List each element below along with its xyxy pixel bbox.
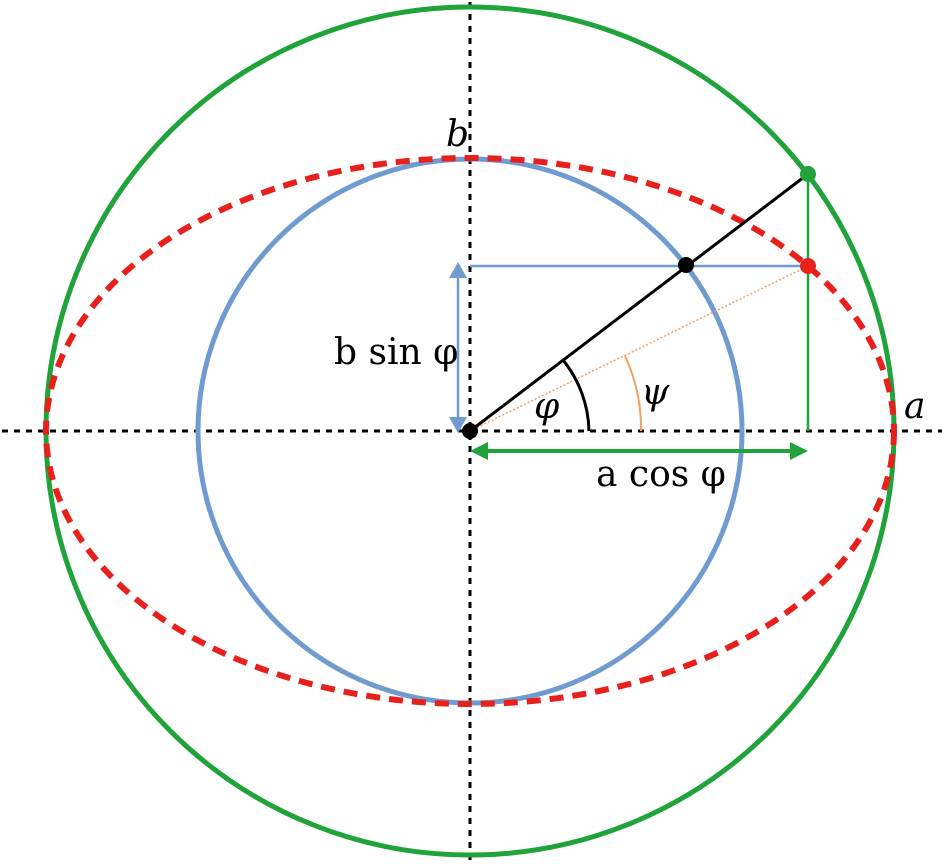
psi-arc (624, 355, 643, 432)
ellipse-point (800, 258, 816, 274)
radius-line (469, 172, 809, 433)
ellipse (43, 155, 897, 707)
a-cos-phi-arrow (470, 442, 808, 460)
label-a-cos-phi: a cos φ (596, 454, 726, 495)
outer-circle-point (800, 166, 816, 182)
label-b-sin-phi: b sin φ (334, 332, 458, 373)
inner-circle-point (678, 257, 694, 273)
label-b: b (446, 114, 469, 155)
b-sin-phi-arrow (449, 262, 467, 433)
center-point (462, 423, 478, 439)
label-a: a (904, 386, 925, 427)
phi-arc (561, 359, 591, 432)
label-phi: φ (534, 386, 560, 427)
psi-line (469, 265, 809, 432)
label-psi: ψ (641, 372, 670, 413)
